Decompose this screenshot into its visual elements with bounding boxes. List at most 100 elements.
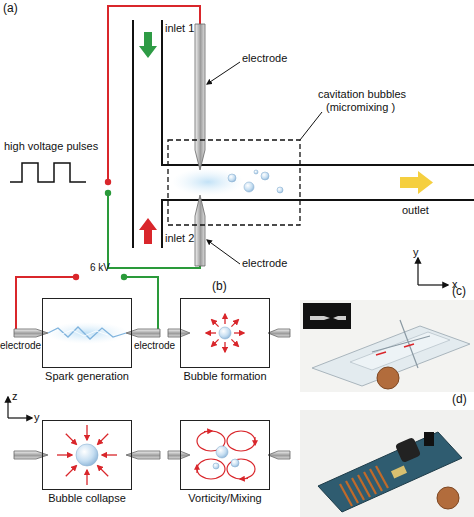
arrow bbox=[224, 342, 225, 352]
bubble bbox=[213, 463, 219, 469]
stage-box: Bubble collapse bbox=[42, 420, 132, 490]
axis-arrow bbox=[8, 417, 32, 418]
arrow bbox=[57, 454, 72, 455]
inset-needle bbox=[333, 316, 346, 320]
micromixing-region bbox=[168, 140, 300, 225]
bubble bbox=[254, 170, 258, 174]
channel-wall bbox=[132, 20, 134, 248]
panel-letter: (a) bbox=[3, 2, 18, 16]
leader-line bbox=[207, 240, 240, 264]
panel-letter: (d) bbox=[452, 393, 467, 407]
region-label: (micromixing ) bbox=[326, 101, 395, 114]
axis-label: y bbox=[413, 246, 419, 259]
axis-label: y bbox=[34, 411, 40, 424]
electrode-needle bbox=[195, 24, 205, 170]
terminal-dot bbox=[105, 179, 111, 185]
collapse-arrows bbox=[57, 425, 117, 485]
arrow bbox=[66, 466, 77, 477]
bubble bbox=[277, 187, 283, 193]
photo-background bbox=[300, 300, 474, 392]
inlet-label: inlet 1 bbox=[165, 22, 194, 35]
vortex-loops bbox=[197, 431, 255, 479]
part-label: electrode bbox=[0, 340, 41, 352]
arrow bbox=[98, 466, 109, 477]
axis-arrow bbox=[418, 284, 448, 285]
arrow bbox=[86, 425, 87, 440]
pdms-chip bbox=[350, 332, 450, 370]
part-label: electrode bbox=[242, 257, 287, 270]
signal-label: high voltage pulses bbox=[4, 140, 98, 153]
electrode-needle bbox=[168, 451, 190, 459]
stage-caption: Bubble formation bbox=[183, 370, 266, 383]
panel-letter: (b) bbox=[212, 280, 227, 294]
panel-letter: (c) bbox=[452, 285, 466, 299]
component bbox=[391, 465, 407, 478]
photo-background bbox=[300, 410, 474, 517]
electrode-needle bbox=[195, 195, 205, 266]
arrow bbox=[98, 434, 109, 445]
stage-caption: Spark generation bbox=[45, 370, 129, 383]
arrow bbox=[240, 478, 248, 480]
expansion-arrows bbox=[206, 314, 244, 352]
voltage-label: 6 kV bbox=[90, 262, 110, 274]
bubble bbox=[216, 446, 228, 458]
arrow bbox=[212, 339, 219, 346]
arrow bbox=[212, 320, 219, 327]
spark bbox=[62, 330, 108, 336]
red-wire bbox=[16, 277, 73, 329]
circuit-board bbox=[318, 432, 462, 512]
inlet-arrow bbox=[139, 218, 157, 244]
electrode-needle bbox=[168, 329, 190, 337]
flow-marker bbox=[376, 344, 414, 355]
outlet-arrow bbox=[400, 171, 433, 194]
terminal-dot bbox=[73, 274, 79, 280]
spark bbox=[48, 327, 126, 339]
spark-glow bbox=[45, 322, 129, 344]
part-label: electrode bbox=[134, 340, 175, 352]
terminal-dot bbox=[121, 274, 127, 280]
photo-inset bbox=[303, 303, 351, 329]
red-wire bbox=[108, 6, 200, 182]
arrow bbox=[224, 314, 225, 324]
inset-needle bbox=[310, 316, 330, 320]
copper-coil bbox=[340, 466, 388, 506]
chip-channel bbox=[372, 320, 430, 368]
bubble bbox=[228, 174, 236, 182]
arrow bbox=[231, 320, 238, 327]
outlet-label: outlet bbox=[402, 204, 429, 217]
transformer bbox=[395, 437, 421, 463]
axis-arrow bbox=[7, 397, 8, 418]
stage-caption: Vorticity/Mixing bbox=[188, 492, 261, 505]
arrow bbox=[206, 332, 216, 333]
arrow bbox=[254, 437, 255, 445]
coil-turn bbox=[376, 466, 388, 488]
pulse-waveform bbox=[10, 163, 86, 182]
bubble bbox=[76, 444, 98, 466]
vortex-loop bbox=[227, 431, 255, 451]
bubble bbox=[231, 459, 239, 467]
bubble bbox=[219, 327, 231, 339]
leader-line bbox=[300, 112, 322, 140]
axis-label: z bbox=[12, 390, 18, 403]
electrode-needle bbox=[268, 329, 290, 337]
arrow bbox=[231, 339, 238, 346]
stage-caption: Bubble collapse bbox=[48, 492, 126, 505]
arrow bbox=[66, 434, 77, 445]
arrow bbox=[234, 332, 244, 333]
inlet-label: inlet 2 bbox=[165, 232, 194, 245]
part-label: electrode bbox=[242, 52, 287, 65]
coin bbox=[437, 487, 459, 509]
vortex-loop bbox=[197, 459, 225, 479]
stage-box: Vorticity/Mixing bbox=[180, 420, 270, 490]
coin bbox=[377, 367, 399, 389]
arrow bbox=[86, 470, 87, 485]
bubble bbox=[244, 182, 254, 192]
green-wire bbox=[108, 193, 200, 268]
terminal-dot bbox=[105, 190, 111, 196]
arrow bbox=[204, 430, 212, 432]
vortex-loop bbox=[227, 459, 255, 479]
channel-wall bbox=[162, 20, 474, 165]
